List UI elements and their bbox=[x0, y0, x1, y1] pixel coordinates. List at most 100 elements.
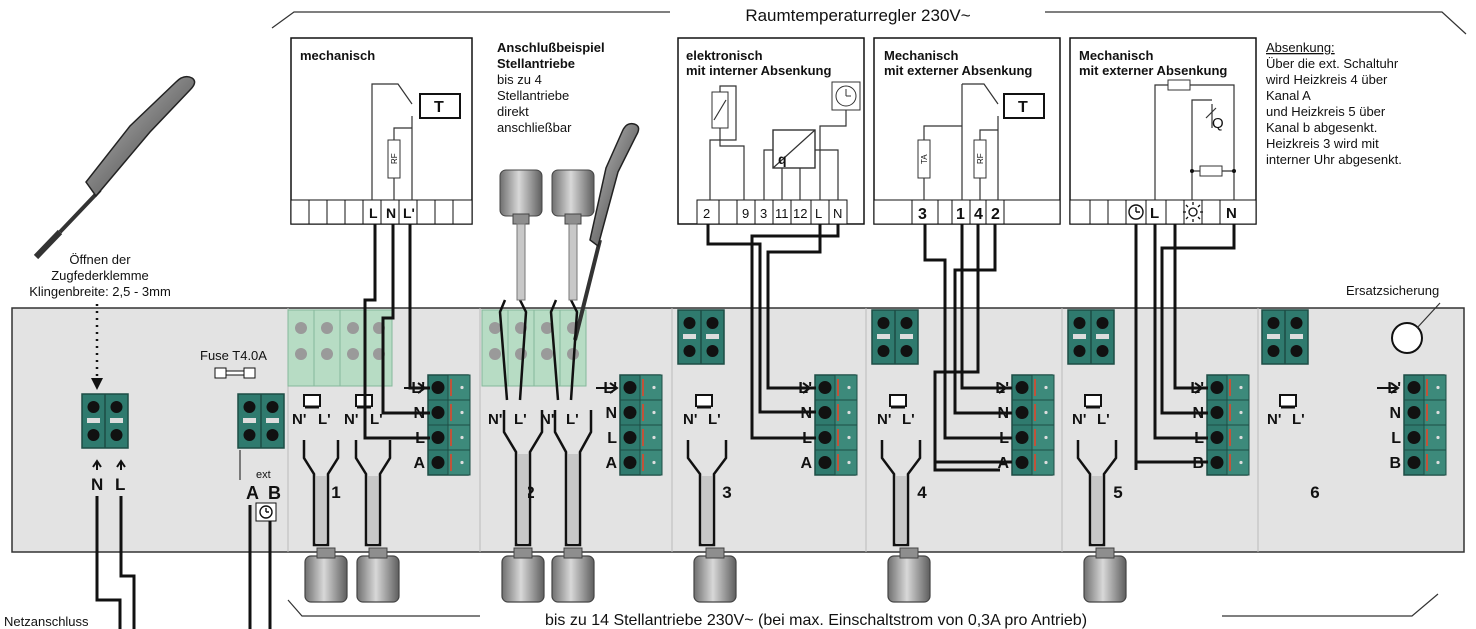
sun-icon bbox=[1183, 202, 1203, 222]
z6-n: N' bbox=[1267, 411, 1281, 428]
th3-title1: Mechanisch bbox=[884, 48, 958, 63]
absenkung-line-7: interner Uhr abgesenkt. bbox=[1266, 152, 1402, 167]
example-line-1: bis zu 4 bbox=[497, 72, 542, 87]
th4-l: L bbox=[1150, 205, 1159, 222]
th2-title1: elektronisch bbox=[686, 48, 763, 63]
z1b-n: N' bbox=[344, 411, 358, 428]
absenkung-line-4: und Heizkreis 5 über bbox=[1266, 104, 1386, 119]
absenkung-line-5: Kanal b abgesenkt. bbox=[1266, 120, 1377, 135]
th2-t0: 2 bbox=[703, 206, 710, 221]
th3-t: T bbox=[1018, 99, 1028, 116]
th4-title1: Mechanisch bbox=[1079, 48, 1153, 63]
th1-term-l: L bbox=[369, 205, 378, 221]
th3-title2: mit externer Absenkung bbox=[884, 63, 1032, 78]
mains-n-label: N bbox=[91, 475, 103, 494]
th1-t: T bbox=[434, 99, 444, 116]
z6-l: L' bbox=[1292, 411, 1305, 428]
example-title: Anschlußbeispiel bbox=[497, 40, 605, 55]
th4-title2: mit externer Absenkung bbox=[1079, 63, 1227, 78]
example-subtitle: Stellantriebe bbox=[497, 56, 575, 71]
absenkung-title: Absenkung: bbox=[1266, 40, 1335, 55]
example-line-2: Stellantriebe bbox=[497, 88, 569, 103]
example-line-3: direkt bbox=[497, 104, 529, 119]
absenkung-line-3: Kanal A bbox=[1266, 88, 1311, 103]
thermostat-elektronisch: elektronisch mit interner Absenkung 2 9 … bbox=[677, 37, 865, 225]
z2b-l: L' bbox=[566, 411, 579, 428]
th2-t3: 3 bbox=[760, 206, 767, 221]
z4-n: N' bbox=[877, 411, 891, 428]
ext-a-label: A bbox=[246, 483, 259, 503]
mains-label: Netzanschluss bbox=[4, 614, 89, 629]
th2-title2: mit interner Absenkung bbox=[686, 63, 831, 78]
example-line-4: anschließbar bbox=[497, 120, 572, 135]
absenkung-line-2: wird Heizkreis 4 über bbox=[1265, 72, 1388, 87]
z3-l: L' bbox=[708, 411, 721, 428]
clock-icon bbox=[255, 502, 277, 522]
zone-1-number: 1 bbox=[331, 483, 340, 502]
z2-label-n: N bbox=[605, 405, 617, 422]
z6-label-n: N bbox=[1389, 405, 1401, 422]
th3-t1: 3 bbox=[918, 206, 927, 223]
z1b-l: L' bbox=[370, 411, 383, 428]
screwdriver-icon-2 bbox=[573, 122, 640, 341]
z5-n: N' bbox=[1072, 411, 1086, 428]
th3-t3: 1 bbox=[956, 206, 965, 223]
z3-n: N' bbox=[683, 411, 697, 428]
zone-5-number: 5 bbox=[1113, 483, 1122, 502]
z3-label-a: A bbox=[800, 455, 812, 472]
z2b-n: N' bbox=[540, 411, 554, 428]
spare-fuse-label: Ersatzsicherung bbox=[1346, 283, 1439, 298]
actuators-top bbox=[499, 169, 595, 301]
th2-t6: L bbox=[815, 206, 822, 221]
th2-t4: 11 bbox=[775, 206, 789, 221]
z2-label-l: L bbox=[607, 430, 617, 447]
spare-fuse-icon bbox=[1391, 322, 1423, 354]
thermostat-mechanisch: mechanisch L N L' RF T bbox=[290, 37, 473, 225]
z1-label-a: A bbox=[413, 455, 425, 472]
z6-label-b: B bbox=[1389, 455, 1401, 472]
absenkung-line-1: Über die ext. Schaltuhr bbox=[1266, 56, 1399, 71]
th2-q: q bbox=[778, 151, 787, 167]
th2-t5: 12 bbox=[793, 206, 807, 221]
th4-q: Q bbox=[1212, 115, 1224, 132]
th3-rf: RF bbox=[976, 153, 985, 164]
z1a-n: N' bbox=[292, 411, 306, 428]
th1-title: mechanisch bbox=[300, 48, 375, 63]
clock-icon bbox=[1128, 204, 1144, 220]
bottom-bracket-label: bis zu 14 Stellantriebe 230V~ (bei max. … bbox=[545, 612, 1087, 629]
screwdriver-note-3: Klingenbreite: 2,5 - 3mm bbox=[29, 284, 171, 299]
th1-term-n: N bbox=[386, 205, 396, 221]
ext-label: ext bbox=[256, 469, 271, 481]
ext-b-label: B bbox=[268, 483, 281, 503]
zone-6-number: 6 bbox=[1310, 483, 1319, 502]
z5-l: L' bbox=[1097, 411, 1110, 428]
th1-term-lp: L' bbox=[403, 205, 415, 221]
th2-t2: 9 bbox=[742, 206, 749, 221]
z2a-l: L' bbox=[514, 411, 527, 428]
thermostat-mechanisch-ext-2: Mechanisch mit externer Absenkung L N Q bbox=[1069, 37, 1257, 225]
zone-4-number: 4 bbox=[917, 483, 927, 502]
th3-t4: 4 bbox=[974, 206, 983, 223]
mains-l-label: L bbox=[115, 475, 125, 494]
top-bracket-label: Raumtemperaturregler 230V~ bbox=[745, 6, 970, 25]
thermostat-mechanisch-ext-1: Mechanisch mit externer Absenkung 3 1 4 … bbox=[873, 37, 1061, 225]
z4-l: L' bbox=[902, 411, 915, 428]
actuator-cables bbox=[302, 410, 1118, 547]
actuators bbox=[304, 547, 1127, 603]
fuse-icon bbox=[214, 367, 256, 379]
z6-label-l: L bbox=[1391, 430, 1401, 447]
th2-t7: N bbox=[833, 206, 842, 221]
z2-label-a: A bbox=[605, 455, 617, 472]
fuse-label: Fuse T4.0A bbox=[200, 348, 267, 363]
wiring bbox=[95, 224, 1400, 629]
zone-3-number: 3 bbox=[722, 483, 731, 502]
th3-t5: 2 bbox=[991, 206, 1000, 223]
th3-ta: TA bbox=[920, 154, 929, 164]
th4-n: N bbox=[1226, 205, 1237, 222]
th1-rf: RF bbox=[390, 153, 399, 164]
screwdriver-note-1: Öffnen der bbox=[69, 252, 131, 267]
screwdriver-icon bbox=[33, 75, 196, 260]
z2a-n: N' bbox=[488, 411, 502, 428]
screwdriver-note-2: Zugfederklemme bbox=[51, 268, 149, 283]
